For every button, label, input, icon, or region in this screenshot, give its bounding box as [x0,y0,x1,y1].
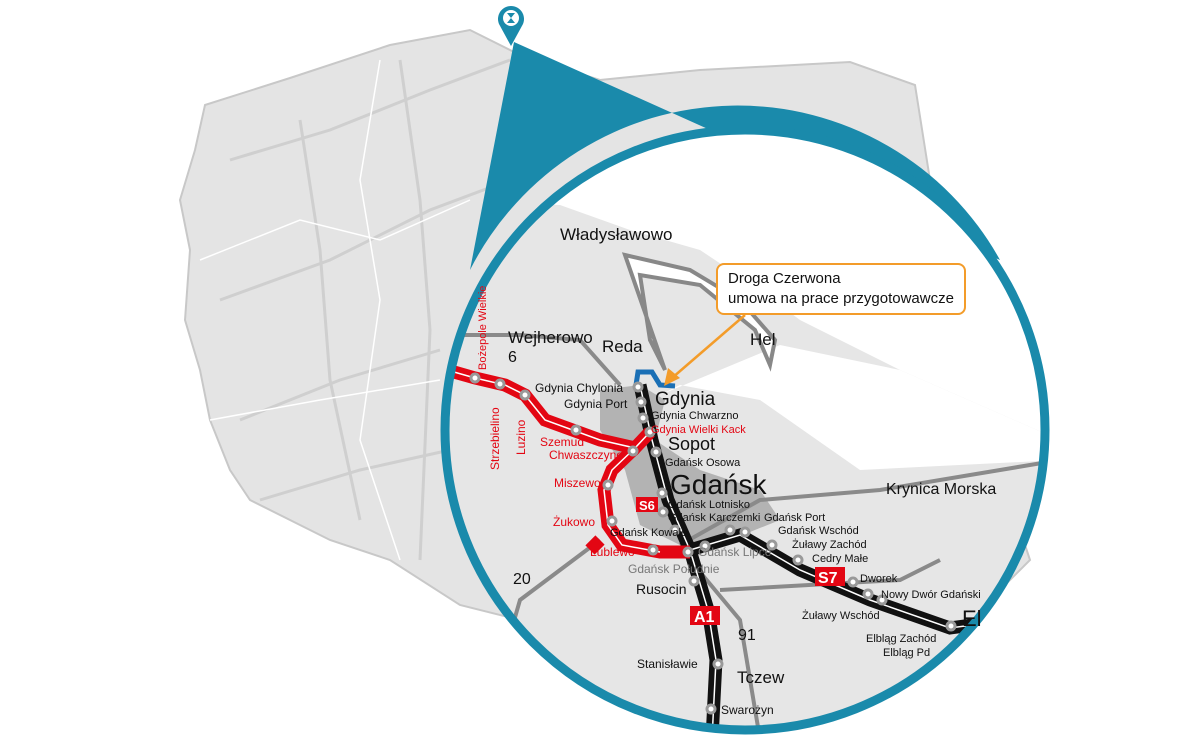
magnifier-cone [470,42,1000,270]
station-gdansk-kowale: Gdańsk Kowale [610,527,687,539]
place-wladyslawowo: Władysławowo [560,225,672,244]
station-lublewo: Lublewo [590,545,635,559]
place-sopot: Sopot [668,434,715,454]
station-luzino: Luzino [514,419,528,455]
station-gdansk-port: Gdańsk Port [764,512,825,524]
station-gdansk-osowa: Gdańsk Osowa [665,457,741,469]
s6-label: S6 [639,498,655,513]
station-miszewo: Miszewo [554,476,601,490]
callout-arrow [671,314,746,379]
poland-roads [219,58,511,561]
station-zukowo: Żukowo [553,515,595,529]
zoomed-map [445,130,1045,730]
place-elblag: El [962,606,982,631]
place-hel: Hel [750,330,776,349]
station-stanislawie: Stanisławie [637,657,698,671]
road-91: 91 [738,627,756,644]
station-gdansk-karczemki: Gdańsk Karczemki [668,512,760,524]
station-nowy-dwor-gdanski: Nowy Dwór Gdański [881,589,981,601]
station-gdynia-chylonia: Gdynia Chylonia [535,381,623,395]
a1-badge [690,606,720,625]
magnifier-ring [440,125,1050,735]
station-dworek: Dworek [860,573,898,585]
road-6: 6 [508,349,517,366]
station-swarozyn: Swarożyn [721,703,774,717]
station-gdansk-wschod: Gdańsk Wschód [778,525,859,537]
station-chwaszczyno: Chwaszczyno [549,448,623,462]
place-gdynia: Gdynia [655,389,716,410]
s7-badge [815,567,845,586]
station-dots [469,372,957,715]
place-tczew: Tczew [737,668,785,687]
place-rusocin: Rusocin [636,581,687,597]
s7-label: S7 [818,570,838,587]
station-gdynia-wielki-kack: Gdynia Wielki Kack [651,424,746,436]
station-szemud: Szemud [540,435,584,449]
station-gdansk-poludnie: Gdańsk Południe [628,562,720,576]
station-gdansk-lipce: Gdańsk Lipce [698,545,772,559]
station-zulawy-zachod: Żuławy Zachód [792,538,867,551]
callout-droga-czerwona: Droga Czerwona umowa na prace przygotowa… [716,263,966,315]
place-krynica-morska: Krynica Morska [886,481,996,498]
place-reda: Reda [602,337,643,356]
station-gdynia-chwarzno: Gdynia Chwarzno [651,410,738,422]
a1-label: A1 [694,609,715,626]
place-wejherowo: Wejherowo [508,328,593,347]
place-gdansk: Gdańsk [670,469,767,500]
station-elblag-pd: Elbląg Pd [883,647,930,659]
road-20: 20 [513,571,531,588]
station-gdansk-lotnisko: Gdańsk Lotnisko [668,499,750,511]
station-bozepole-wielkie: Bożepole Wielkie [477,286,489,370]
s6-badge [636,497,658,512]
poland-borders [199,59,471,561]
station-elblag-zachod: Elbląg Zachód [866,633,936,645]
hourglass-pin-icon [498,5,524,46]
callout-subtitle: umowa na prace przygotowawcze [728,290,954,307]
station-gdynia-port: Gdynia Port [564,397,628,411]
callout-title: Droga Czerwona [728,270,841,287]
station-zulawy-wschod: Żuławy Wschód [802,609,880,622]
station-cedry-male: Cedry Małe [812,553,868,565]
station-strzebielino: Strzebielino [488,407,502,470]
